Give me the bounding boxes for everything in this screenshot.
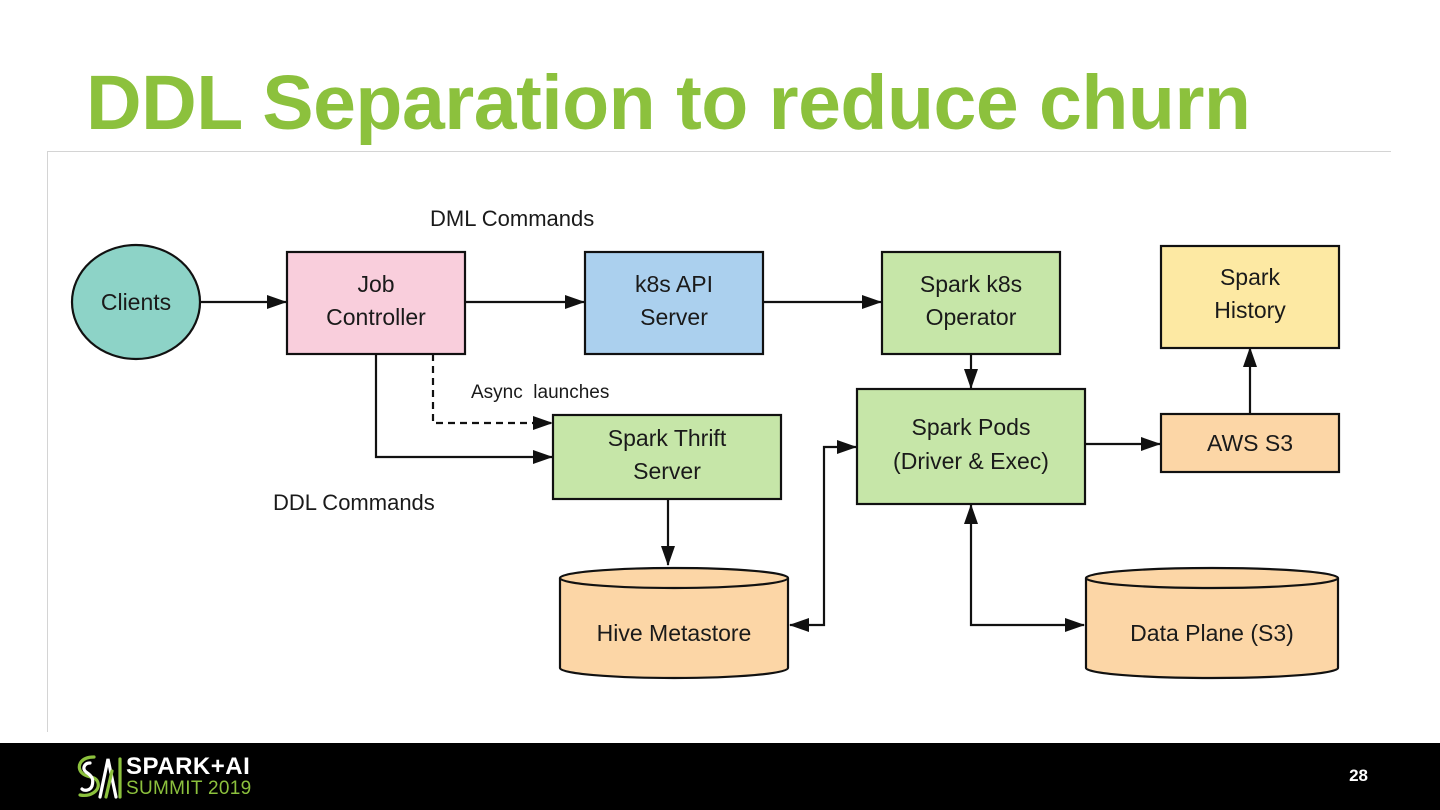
page-number: 28 (1349, 766, 1368, 785)
spark-ai-summit-logo: SPARK+AI SUMMIT 2019 (72, 751, 272, 803)
annotation-ddl-commands: DDL Commands (273, 490, 435, 515)
node-k8s-api-server-label-1: k8s API (635, 271, 713, 297)
node-spark-k8s-operator-label-1: Spark k8s (920, 271, 1022, 297)
node-aws-s3-label: AWS S3 (1207, 430, 1293, 456)
spark-ai-summit-logo-icon (77, 755, 122, 799)
node-spark-pods-label-1: Spark Pods (912, 414, 1031, 440)
node-hive-metastore: Hive Metastore (558, 566, 790, 680)
node-data-plane: Data Plane (S3) (1084, 566, 1340, 680)
node-spark-thrift-server: Spark Thrift Server (551, 413, 783, 501)
node-clients: Clients (70, 243, 202, 361)
node-spark-thrift-server-label-2: Server (633, 458, 701, 484)
node-data-plane-label: Data Plane (S3) (1130, 620, 1294, 646)
edge-spark-pods-data-plane-bidirectional (964, 504, 1085, 632)
node-spark-history: Spark History (1159, 244, 1341, 350)
node-clients-label: Clients (101, 289, 171, 315)
node-hive-metastore-label: Hive Metastore (597, 620, 752, 646)
node-spark-history-label-2: History (1214, 297, 1286, 323)
logo-text-summit-2019: SUMMIT 2019 (126, 778, 252, 799)
architecture-diagram: DML Commands Async launches DDL Commands… (70, 206, 1341, 680)
slide-title: DDL Separation to reduce churn (86, 60, 1251, 146)
annotation-dml-commands: DML Commands (430, 206, 594, 231)
edge-spark-pods-hive-bidirectional (789, 440, 857, 632)
node-aws-s3: AWS S3 (1159, 412, 1341, 474)
node-spark-pods: Spark Pods (Driver & Exec) (855, 387, 1087, 506)
node-k8s-api-server-label-2: Server (640, 304, 708, 330)
node-spark-pods-label-2: (Driver & Exec) (893, 448, 1049, 474)
node-spark-thrift-server-label-1: Spark Thrift (608, 425, 727, 451)
node-job-controller: Job Controller (285, 250, 467, 356)
node-spark-k8s-operator: Spark k8s Operator (880, 250, 1062, 356)
node-job-controller-label-2: Controller (326, 304, 426, 330)
node-spark-history-label-1: Spark (1220, 264, 1281, 290)
edge-job-controller-ddl-to-thrift (374, 354, 553, 464)
diagram-frame (47, 151, 1391, 732)
footer-bar: SPARK+AI SUMMIT 2019 28 (0, 743, 1440, 810)
edge-job-controller-async-to-thrift (431, 354, 553, 430)
node-k8s-api-server: k8s API Server (583, 250, 765, 356)
annotation-async-launches: Async launches (471, 382, 609, 403)
node-job-controller-label-1: Job (357, 271, 394, 297)
node-spark-k8s-operator-label-2: Operator (926, 304, 1017, 330)
logo-text-spark-ai: SPARK+AI (126, 753, 251, 780)
